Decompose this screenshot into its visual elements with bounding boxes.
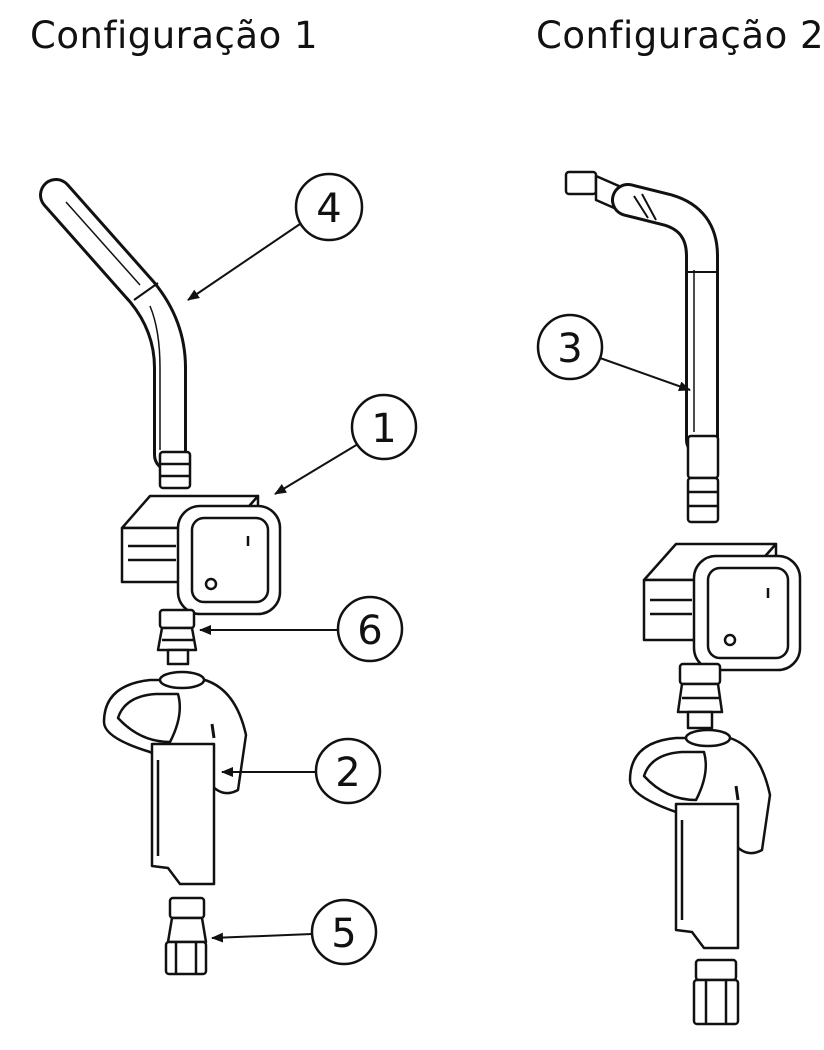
callout-3: 3 [536, 313, 691, 392]
configuration-1-title: Configuração 1 [30, 14, 319, 57]
callout-6: 6 [199, 595, 404, 663]
callout-6-number: 6 [357, 608, 382, 654]
inlet-fitting [164, 896, 208, 976]
straight-extension-tube [564, 170, 720, 524]
digital-meter-body-2 [642, 542, 802, 672]
callout-1-number: 1 [371, 406, 396, 452]
callout-2: 2 [221, 737, 382, 805]
configuration-2-assembly [564, 170, 802, 1026]
callout-4: 4 [187, 172, 364, 301]
callout-4-number: 4 [316, 186, 341, 232]
callout-5: 5 [211, 898, 378, 966]
callout-5-number: 5 [331, 911, 356, 957]
dispensing-gun [102, 670, 248, 886]
swivel-adapter [156, 608, 198, 666]
digital-meter-body [120, 494, 282, 616]
configuration-1-assembly [39, 178, 282, 976]
configuration-2-title: Configuração 2 [536, 14, 824, 57]
dispensing-gun-2 [628, 728, 772, 950]
swivel-adapter-2 [676, 662, 724, 730]
bottom-fitting-2 [692, 958, 740, 1026]
bent-extension-tube [39, 178, 192, 490]
callout-1: 1 [274, 393, 418, 495]
callout-3-number: 3 [557, 326, 582, 372]
callout-2-number: 2 [335, 750, 360, 796]
